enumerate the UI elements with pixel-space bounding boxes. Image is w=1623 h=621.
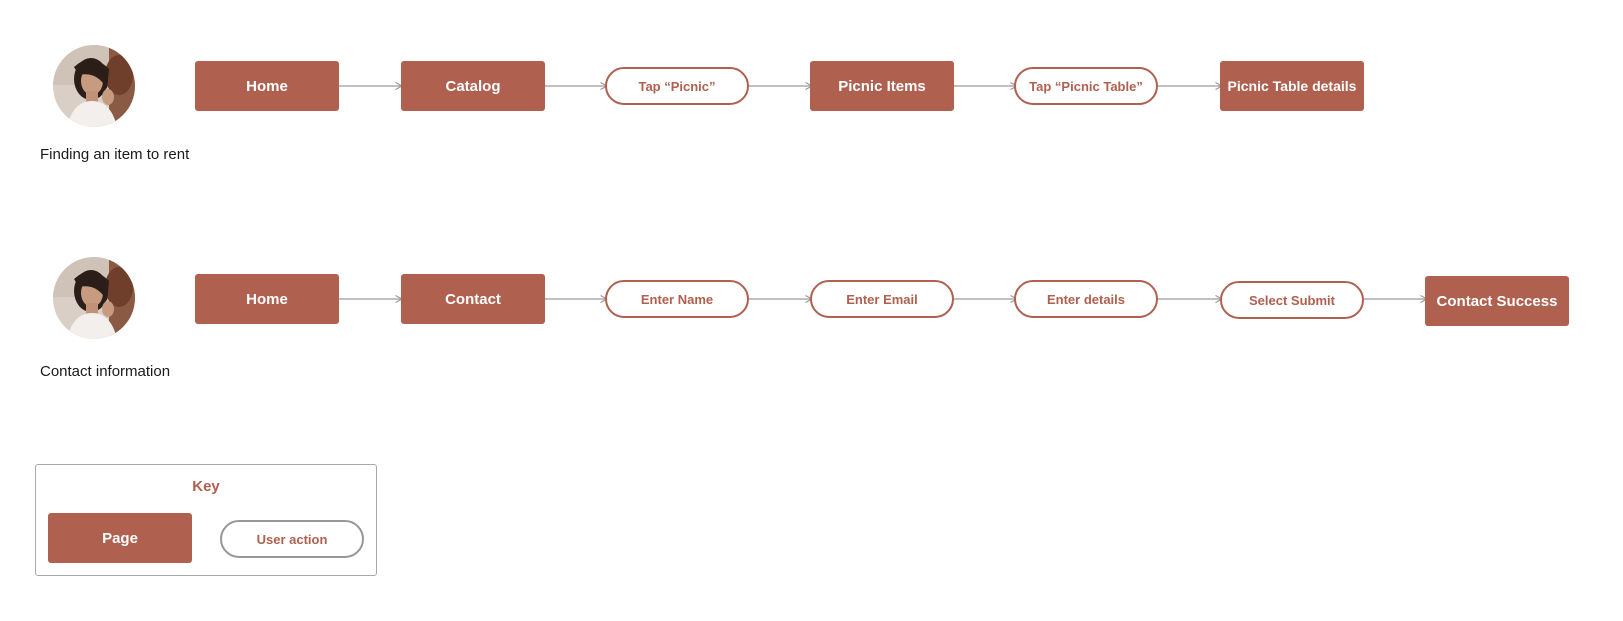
- legend-key: Key Page User action: [35, 464, 377, 576]
- page-node-contact[interactable]: Contact: [401, 274, 545, 324]
- persona-avatar-photo: [53, 257, 135, 339]
- action-node-enter-name[interactable]: Enter Name: [605, 280, 749, 318]
- action-node-enter-details[interactable]: Enter details: [1014, 280, 1158, 318]
- legend-page-swatch: Page: [48, 513, 192, 563]
- legend-user-action-swatch: User action: [220, 520, 364, 558]
- action-node-select-submit[interactable]: Select Submit: [1220, 281, 1364, 319]
- action-node-tap-picnic[interactable]: Tap “Picnic”: [605, 67, 749, 105]
- action-node-enter-email[interactable]: Enter Email: [810, 280, 954, 318]
- page-node-contact-success[interactable]: Contact Success: [1425, 276, 1569, 326]
- action-node-tap-picnic-table[interactable]: Tap “Picnic Table”: [1014, 67, 1158, 105]
- page-node-picnic-items[interactable]: Picnic Items: [810, 61, 954, 111]
- legend-title: Key: [192, 478, 220, 495]
- persona-avatar-photo: [53, 45, 135, 127]
- persona-label: Finding an item to rent: [40, 146, 190, 163]
- page-node-home[interactable]: Home: [195, 274, 339, 324]
- page-node-picnic-table-details[interactable]: Picnic Table details: [1220, 61, 1364, 111]
- page-node-catalog[interactable]: Catalog: [401, 61, 545, 111]
- page-node-home[interactable]: Home: [195, 61, 339, 111]
- persona-label: Contact information: [40, 363, 171, 380]
